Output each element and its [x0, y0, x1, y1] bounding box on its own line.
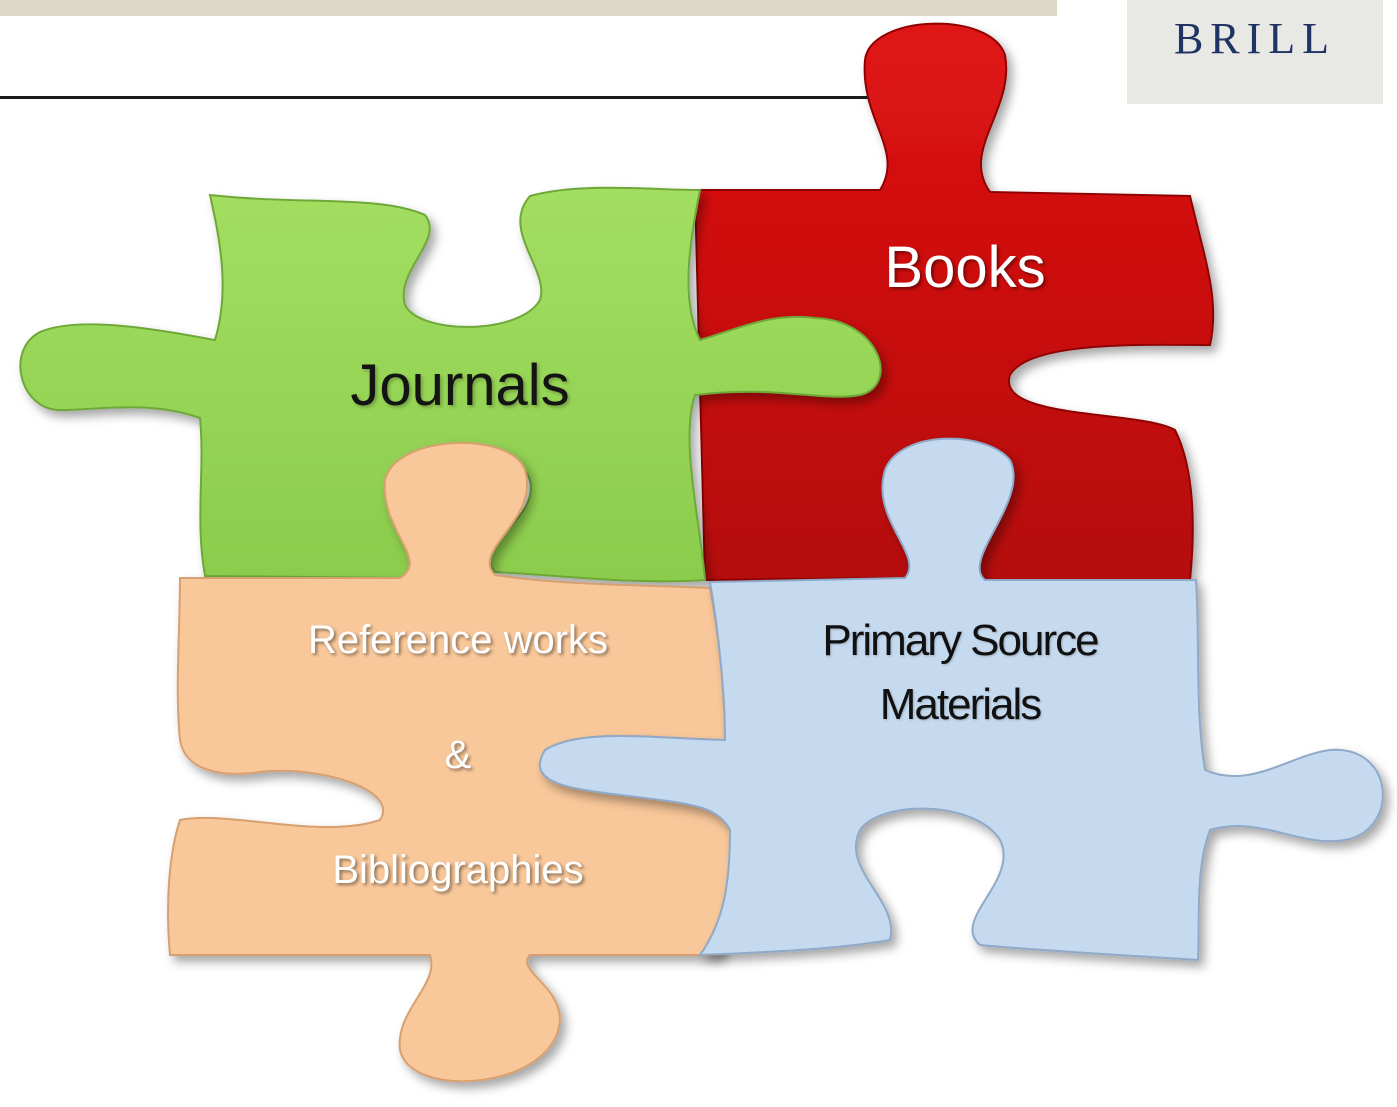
- primary-source-label: Primary Source: [822, 616, 1099, 665]
- brill-logo: BRILL: [1127, 0, 1383, 104]
- ampersand-label: &: [444, 733, 472, 777]
- books-label: Books: [884, 235, 1046, 300]
- journals-label: Journals: [350, 353, 570, 418]
- primary-piece: [538, 437, 1384, 962]
- materials-label: Materials: [879, 680, 1043, 729]
- bibliographies-label: Bibliographies: [332, 848, 584, 892]
- journals-piece: [19, 186, 882, 583]
- reference-works-label: Reference works: [307, 618, 609, 662]
- header-rule: [0, 96, 900, 99]
- header-band: [0, 0, 1057, 16]
- logo-text: BRILL: [1173, 13, 1337, 63]
